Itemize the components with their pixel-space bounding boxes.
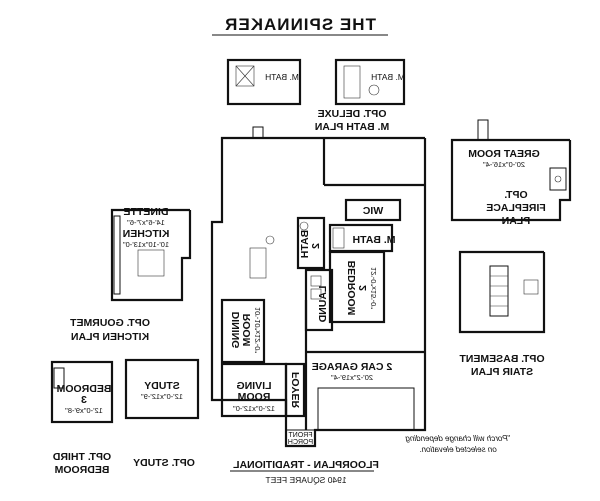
garage-dim: 20'-2"x19'-4"	[331, 373, 373, 382]
main-house: WIC M. BATH BATH 2 BEDROOM 2 12'-0"x15'-…	[210, 126, 427, 448]
study-dim: 12'-0"x12'-9"	[141, 392, 183, 401]
deluxe-bath-label-b: M. BATH	[265, 72, 299, 82]
laundry-label: LAUND	[317, 286, 329, 323]
deluxe-bath-label-a: M. BATH	[371, 72, 405, 82]
bedroom-2-label: BEDROOM	[346, 261, 358, 316]
master-bath-tub	[332, 227, 345, 249]
porch-note-line1: "Porch will change depending	[405, 434, 511, 443]
fireplace-room-label: GREAT ROOM	[468, 148, 540, 160]
bath-2-num: 2	[310, 243, 322, 249]
dining-label-room: ROOM	[241, 314, 253, 347]
dining-dim: 10'-10"x12'-0"	[253, 307, 262, 353]
deluxe-bath-box-a	[334, 58, 406, 106]
bath-2-room	[296, 216, 326, 270]
front-porch	[285, 429, 316, 447]
kitchen-outline	[110, 208, 192, 302]
kitchen-dim: 10'-10"x13'-0"	[123, 240, 169, 249]
dinette-dim: 14'-6"x7'-6"	[127, 218, 165, 227]
basement-caption-1: OPT. BASEMENT	[459, 353, 545, 365]
third-caption-1: OPT. THIRD	[52, 451, 111, 463]
fireplace-caption-1: OPT.	[504, 189, 527, 201]
fireplace-caption-3: PLAN	[502, 215, 531, 227]
basement-stair	[489, 265, 509, 317]
porch-note-line2: on selected elevation.	[419, 445, 496, 454]
dining-room	[220, 298, 266, 364]
front-porch-label-2: PORCH	[288, 439, 313, 446]
study-label: STUDY	[144, 380, 180, 392]
third-bedroom-label: BEDROOM	[56, 383, 111, 395]
opt-third-bedroom-plan: BEDROOM 3 12'-0"x9'-8" OPT. THIRD BEDROO…	[50, 360, 114, 476]
fireplace-hearth	[549, 167, 567, 191]
fireplace-room-dim: 20'-0"x16'-4"	[483, 160, 525, 169]
living-label: LIVING	[236, 380, 271, 392]
bedroom-2-dim: 12'-0"x15'-0"	[369, 267, 378, 309]
third-bedroom-num: 3	[81, 394, 87, 406]
deluxe-bath-tub-a	[343, 65, 361, 99]
study-caption: OPT. STUDY	[133, 457, 195, 469]
kitchen-caption-1: OPT. GOURMET	[69, 317, 150, 329]
wic-room	[344, 198, 402, 222]
deluxe-bath-box-b	[226, 58, 302, 106]
kitchen-island-opt	[137, 249, 165, 277]
opt-fireplace-plan: GREAT ROOM 20'-0"x16'-4" OPT. FIREPLACE …	[450, 119, 572, 227]
opt-study-plan: STUDY 12'-0"x12'-9" OPT. STUDY	[124, 358, 200, 469]
deluxe-caption-line2: M. BATH PLAN	[315, 121, 389, 133]
foyer-label: FOYER	[290, 372, 302, 409]
sheet-title: THE SPINNAKER	[224, 15, 376, 34]
basement-caption-2: STAIR PLAN	[471, 366, 533, 378]
garage-door	[317, 387, 415, 431]
kitchen-caption-2: KITCHEN PLAN	[71, 331, 149, 343]
opt-gourmet-kitchen-plan: DINETTE 14'-6"x7'-6" KITCHEN 10'-10"x13'…	[69, 206, 192, 343]
basement-outline	[458, 250, 546, 334]
master-bath-label: M. BATH	[353, 234, 396, 246]
garage-label: 2 CAR GARAGE	[312, 361, 393, 373]
kitchen-island	[249, 247, 267, 279]
living-dim: 12'-0"x12'-0"	[233, 404, 275, 413]
bedroom-2-room	[328, 250, 386, 324]
kitchen-label: KITCHEN	[123, 228, 170, 240]
third-bedroom-dim: 12'-0"x9'-8"	[65, 406, 103, 415]
deluxe-caption-line1: OPT. DELUXE	[318, 108, 387, 120]
bath-2-label: BATH	[299, 230, 311, 258]
fireplace-caption-2: FIREPLACE	[486, 202, 546, 214]
third-bedroom-room	[50, 360, 114, 424]
deluxe-bath-shower-b	[235, 65, 255, 87]
wic-label: WIC	[362, 205, 383, 217]
opt-deluxe-bath-plan: M. BATH M. BATH OPT. DELUXE M. BATH PLAN	[226, 58, 406, 133]
dinette-label: DINETTE	[124, 206, 169, 218]
living-label-room: ROOM	[237, 391, 270, 403]
foyer-room	[284, 362, 306, 418]
third-caption-2: BEDROOM	[54, 464, 109, 476]
chimney-stub	[252, 126, 264, 139]
front-porch-label-1: FRONT	[288, 432, 313, 439]
floorplan-caption: FLOORPLAN - TRADITIONAL	[233, 459, 379, 471]
study-room	[124, 358, 200, 420]
bedroom-2-num: 2	[357, 285, 369, 291]
deluxe-bath-toilet-a	[368, 84, 380, 96]
opt-basement-stair-plan: OPT. BASEMENT STAIR PLAN	[458, 250, 546, 378]
floorplan-square-feet: 1940 SQUARE FEET	[265, 475, 346, 485]
fireplace-outline	[450, 138, 572, 222]
dining-label: DINING	[230, 312, 242, 349]
